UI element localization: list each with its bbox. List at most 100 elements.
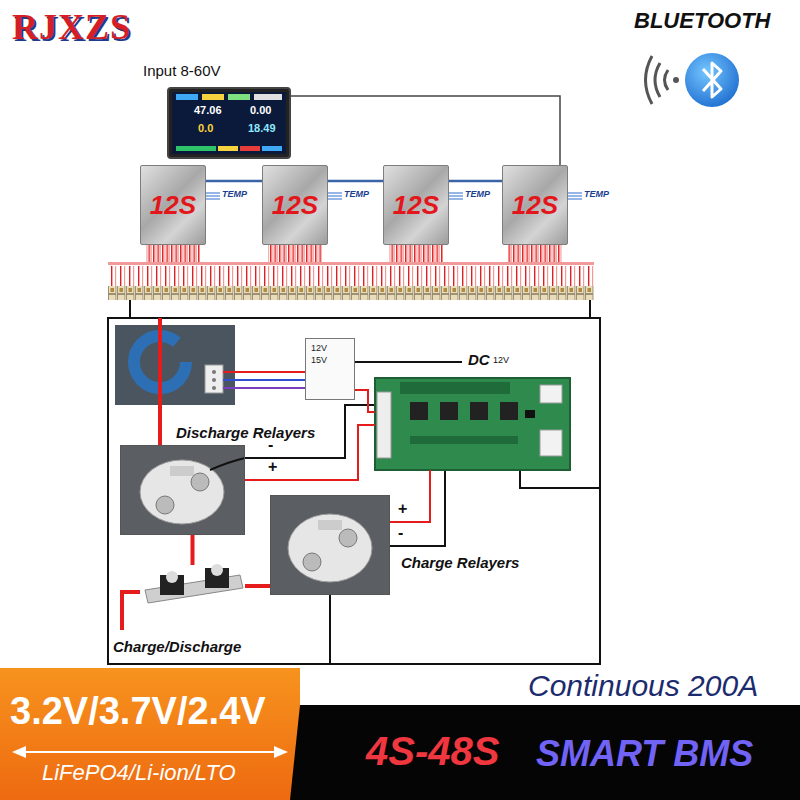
control-board: [410, 436, 518, 444]
ground-wire: [108, 318, 600, 664]
control-board: [400, 382, 510, 394]
bms-display: Input 8-60V47.060.000.018.49: [168, 88, 290, 158]
display-screen: [172, 92, 286, 154]
relay-caption: Charge Relayers: [401, 554, 519, 571]
relay: [156, 496, 174, 514]
relay: [303, 553, 321, 571]
polarity-sign: -: [398, 524, 403, 542]
relay: [270, 495, 390, 595]
bms-module-board: 12S: [502, 165, 568, 245]
cell-chemistries: LiFePO4/Li-ion/LTO: [42, 760, 236, 786]
screen-reading: 0.0: [198, 122, 213, 134]
control-board: [377, 392, 391, 458]
terminal-caption: Charge/Discharge: [113, 638, 241, 655]
control-board: [500, 402, 518, 420]
bluetooth-icon: [685, 53, 739, 107]
sensor-wire: [223, 379, 305, 381]
display-screen: [168, 88, 290, 158]
relay-caption: Discharge Relayers: [176, 424, 315, 441]
control-board: [440, 402, 458, 420]
control-board: [540, 385, 562, 403]
product-name: SMART BMS: [536, 733, 753, 775]
temp-sensor-wire: [206, 193, 220, 199]
shunt: [145, 564, 243, 603]
polarity-sign: +: [268, 458, 277, 476]
shunt: [166, 571, 178, 583]
voltage-label: 15V: [311, 355, 327, 365]
balance-wires: [389, 245, 443, 262]
ground-wire: [520, 470, 600, 488]
bluetooth-icon: [646, 53, 740, 107]
voltage-label: 12V: [311, 343, 327, 353]
ground-wire: [108, 300, 600, 664]
voltage-label: 12V: [493, 355, 509, 365]
bluetooth-icon: [655, 63, 660, 97]
display-screen: [176, 146, 216, 151]
bluetooth-icon: [665, 70, 669, 90]
power-wire: [122, 318, 430, 630]
series-count: 12S: [150, 190, 196, 221]
temp-label: TEMP: [465, 189, 490, 199]
polarity-sign: +: [398, 500, 407, 518]
bms-module-board: 12S: [262, 165, 328, 245]
chemistry-band: 3.2V/3.7V/2.4V LiFePO4/Li-ion/LTO: [0, 668, 300, 800]
series-count: 12S: [393, 190, 439, 221]
spec-banner: [22, 751, 278, 753]
shunt: [211, 564, 223, 576]
balance-wires: [268, 245, 322, 262]
ground-wire: [390, 470, 445, 546]
series-range: 4S-48S: [366, 729, 499, 774]
balance-wires: [108, 266, 594, 286]
spec-banner: [290, 705, 800, 800]
display-screen: [168, 88, 290, 158]
current-sensor: [115, 325, 235, 405]
display-screen: [254, 94, 282, 100]
brand-logo: RJXZS: [12, 6, 131, 48]
communication-cable: [206, 180, 262, 183]
ground-wire: [329, 595, 331, 664]
temp-label: TEMP: [344, 189, 369, 199]
control-board: [470, 402, 488, 420]
control-board: [540, 430, 562, 456]
display-screen: [176, 94, 198, 100]
relay: [210, 458, 245, 470]
current-sensor: [205, 365, 223, 393]
input-voltage-label: Input 8-60V: [143, 62, 221, 79]
cell-voltages: 3.2V/3.7V/2.4V: [10, 690, 266, 733]
relay: [318, 520, 342, 530]
communication-cable: [290, 96, 560, 165]
relay: [339, 529, 357, 547]
spec-text: Continuous 200A: [528, 669, 758, 703]
relay: [191, 473, 209, 491]
screen-reading: 0.00: [250, 104, 271, 116]
ground-wire: [589, 300, 591, 318]
balance-wires: [508, 245, 562, 262]
ground-wire: [355, 361, 462, 363]
spec-banner: [0, 668, 800, 800]
shunt-terminal: Charge/Discharge: [140, 565, 245, 607]
relay: [170, 466, 194, 476]
bms-module-board: 12S: [140, 165, 206, 245]
display-screen: [218, 146, 238, 151]
sensor-wire: [223, 371, 305, 373]
control-board: [525, 410, 535, 418]
discharge-relay: Discharge Relayers: [120, 445, 245, 535]
display-screen: [240, 146, 260, 151]
temp-label: TEMP: [222, 189, 247, 199]
relay: [288, 514, 372, 582]
balance-wires: [146, 245, 200, 262]
control-board: [410, 402, 428, 420]
balance-connector: [108, 286, 594, 300]
current-sensor: [212, 370, 216, 374]
sensor-wire: [223, 387, 305, 389]
polarity-sign: -: [268, 436, 273, 454]
control-board: [375, 378, 570, 470]
display-screen: [262, 146, 282, 151]
balance-connector: [108, 286, 594, 300]
bluetooth-icon: [646, 56, 653, 104]
current-sensor: [212, 378, 216, 382]
bluetooth-icon: [673, 77, 679, 83]
current-sensor: [115, 325, 235, 405]
